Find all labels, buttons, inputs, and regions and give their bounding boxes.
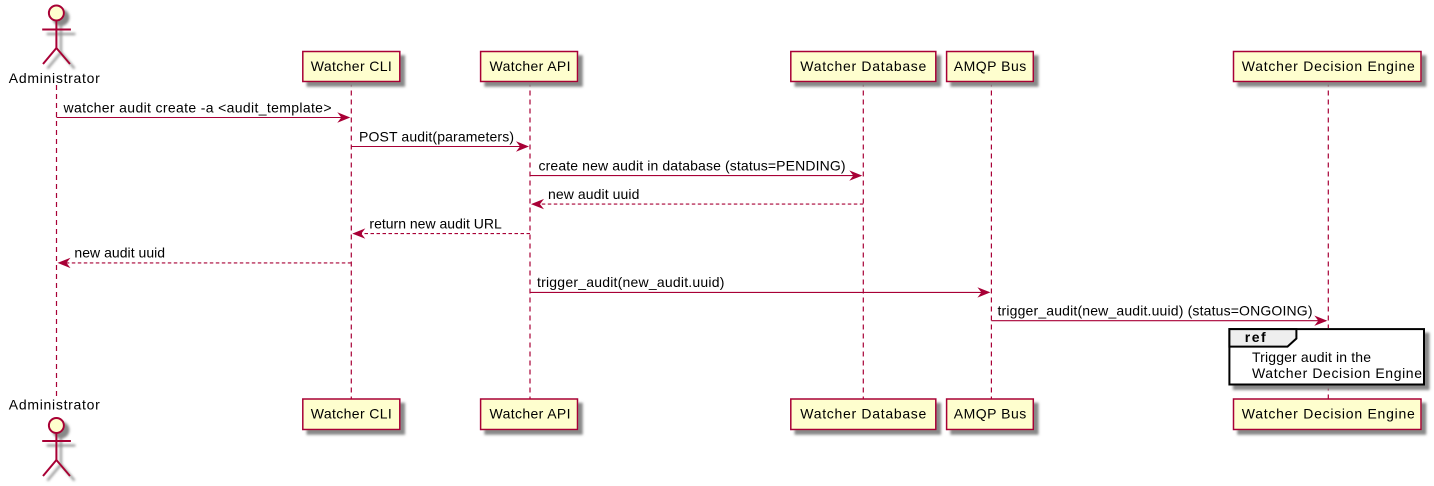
svg-text:Watcher Database: Watcher Database [800,58,926,74]
svg-text:Watcher Decision Engine: Watcher Decision Engine [1242,58,1415,74]
svg-text:Watcher Database: Watcher Database [800,406,926,422]
svg-text:watcher audit create -a <audit: watcher audit create -a <audit_template> [63,99,332,115]
svg-text:Administrator: Administrator [9,396,100,412]
svg-text:Watcher CLI: Watcher CLI [311,58,392,74]
svg-text:AMQP Bus: AMQP Bus [954,406,1027,422]
svg-text:Watcher Decision Engine: Watcher Decision Engine [1242,406,1415,422]
svg-text:Trigger audit in the: Trigger audit in the [1252,349,1371,365]
svg-text:return new audit URL: return new audit URL [369,215,502,231]
svg-text:trigger_audit(new_audit.uuid): trigger_audit(new_audit.uuid) (status=ON… [998,303,1313,319]
svg-text:Watcher API: Watcher API [490,58,571,74]
svg-text:Administrator: Administrator [9,70,100,86]
svg-text:ref: ref [1245,329,1266,345]
svg-text:create new audit in database (: create new audit in database (status=PEN… [539,157,846,173]
svg-text:POST audit(parameters): POST audit(parameters) [359,128,514,144]
svg-text:Watcher CLI: Watcher CLI [311,406,392,422]
svg-text:Watcher Decision Engine: Watcher Decision Engine [1252,365,1422,381]
svg-text:Watcher API: Watcher API [490,406,571,422]
svg-text:new audit uuid: new audit uuid [74,245,165,261]
svg-text:new audit uuid: new audit uuid [548,186,639,202]
svg-text:trigger_audit(new_audit.uuid): trigger_audit(new_audit.uuid) [537,274,724,290]
svg-text:AMQP Bus: AMQP Bus [954,58,1027,74]
